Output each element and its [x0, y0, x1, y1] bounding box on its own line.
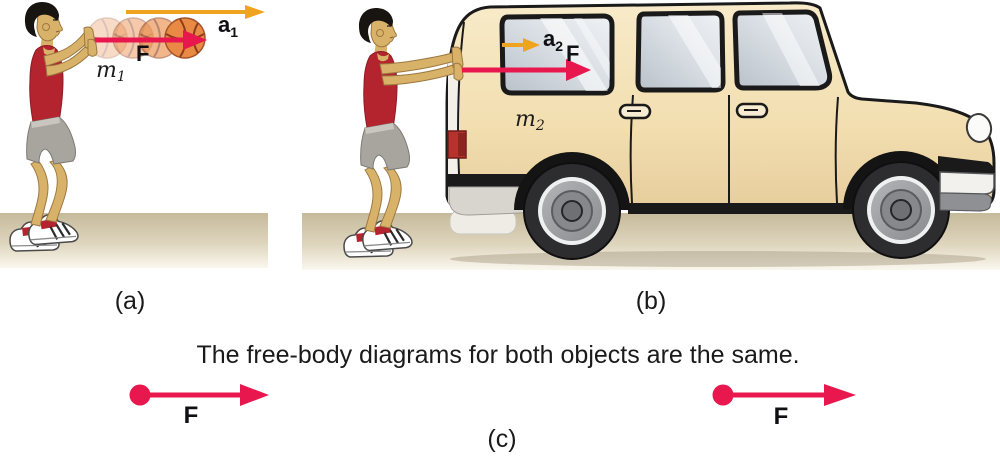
car-window-front: [732, 9, 833, 91]
wheel-arch-rear: [514, 152, 630, 210]
label-mass-a: m1: [96, 58, 126, 85]
wheel-rear: [523, 162, 621, 260]
car-window-middle: [635, 10, 726, 93]
panel-a: a1 F m1: [0, 2, 268, 268]
door-seam: [834, 96, 839, 204]
label-a2: a2: [543, 26, 563, 54]
label-force-a: F: [136, 41, 149, 66]
caption-a: (a): [115, 287, 146, 315]
rocker-panel: [628, 203, 860, 214]
label-fbd-force-left: F: [184, 402, 199, 429]
man-pushing-car: [344, 8, 464, 257]
hand: [453, 62, 464, 81]
point-mass-dot: [129, 384, 151, 406]
rear-bumper-top: [447, 174, 529, 187]
door-handle: [735, 102, 769, 119]
panel-c-description: The free-body diagrams for both objects …: [196, 341, 799, 369]
car: [445, 1, 996, 260]
point-mass-dot: [712, 384, 734, 406]
label-a1: a1: [218, 12, 238, 40]
free-body-diagram-right: F: [712, 384, 856, 430]
force-arrow-a: [88, 30, 207, 50]
panel-b: a2 F m2: [302, 1, 1000, 270]
label-fbd-force-right: F: [774, 403, 789, 430]
wheel-arch-front: [843, 151, 959, 209]
door-handle: [618, 103, 652, 120]
tail-light: [447, 130, 467, 159]
front-bumper-top: [938, 156, 994, 174]
front-bumper-lower: [939, 192, 992, 212]
headlight: [965, 113, 993, 143]
label-force-b: F: [566, 41, 579, 66]
caption-c: (c): [487, 425, 516, 453]
acceleration-arrow-b: [502, 38, 540, 52]
free-body-diagram-left: F: [129, 384, 269, 429]
label-mass-b: m2: [515, 107, 545, 134]
force-arrow-b: [462, 59, 591, 81]
caption-b: (b): [636, 287, 667, 315]
front-bumper: [939, 171, 995, 195]
wheel-front: [852, 161, 950, 259]
acceleration-arrow-a: [126, 5, 265, 19]
man-pushing-ball: [10, 2, 98, 251]
hand: [87, 38, 98, 57]
car-window-rear: [499, 13, 615, 96]
